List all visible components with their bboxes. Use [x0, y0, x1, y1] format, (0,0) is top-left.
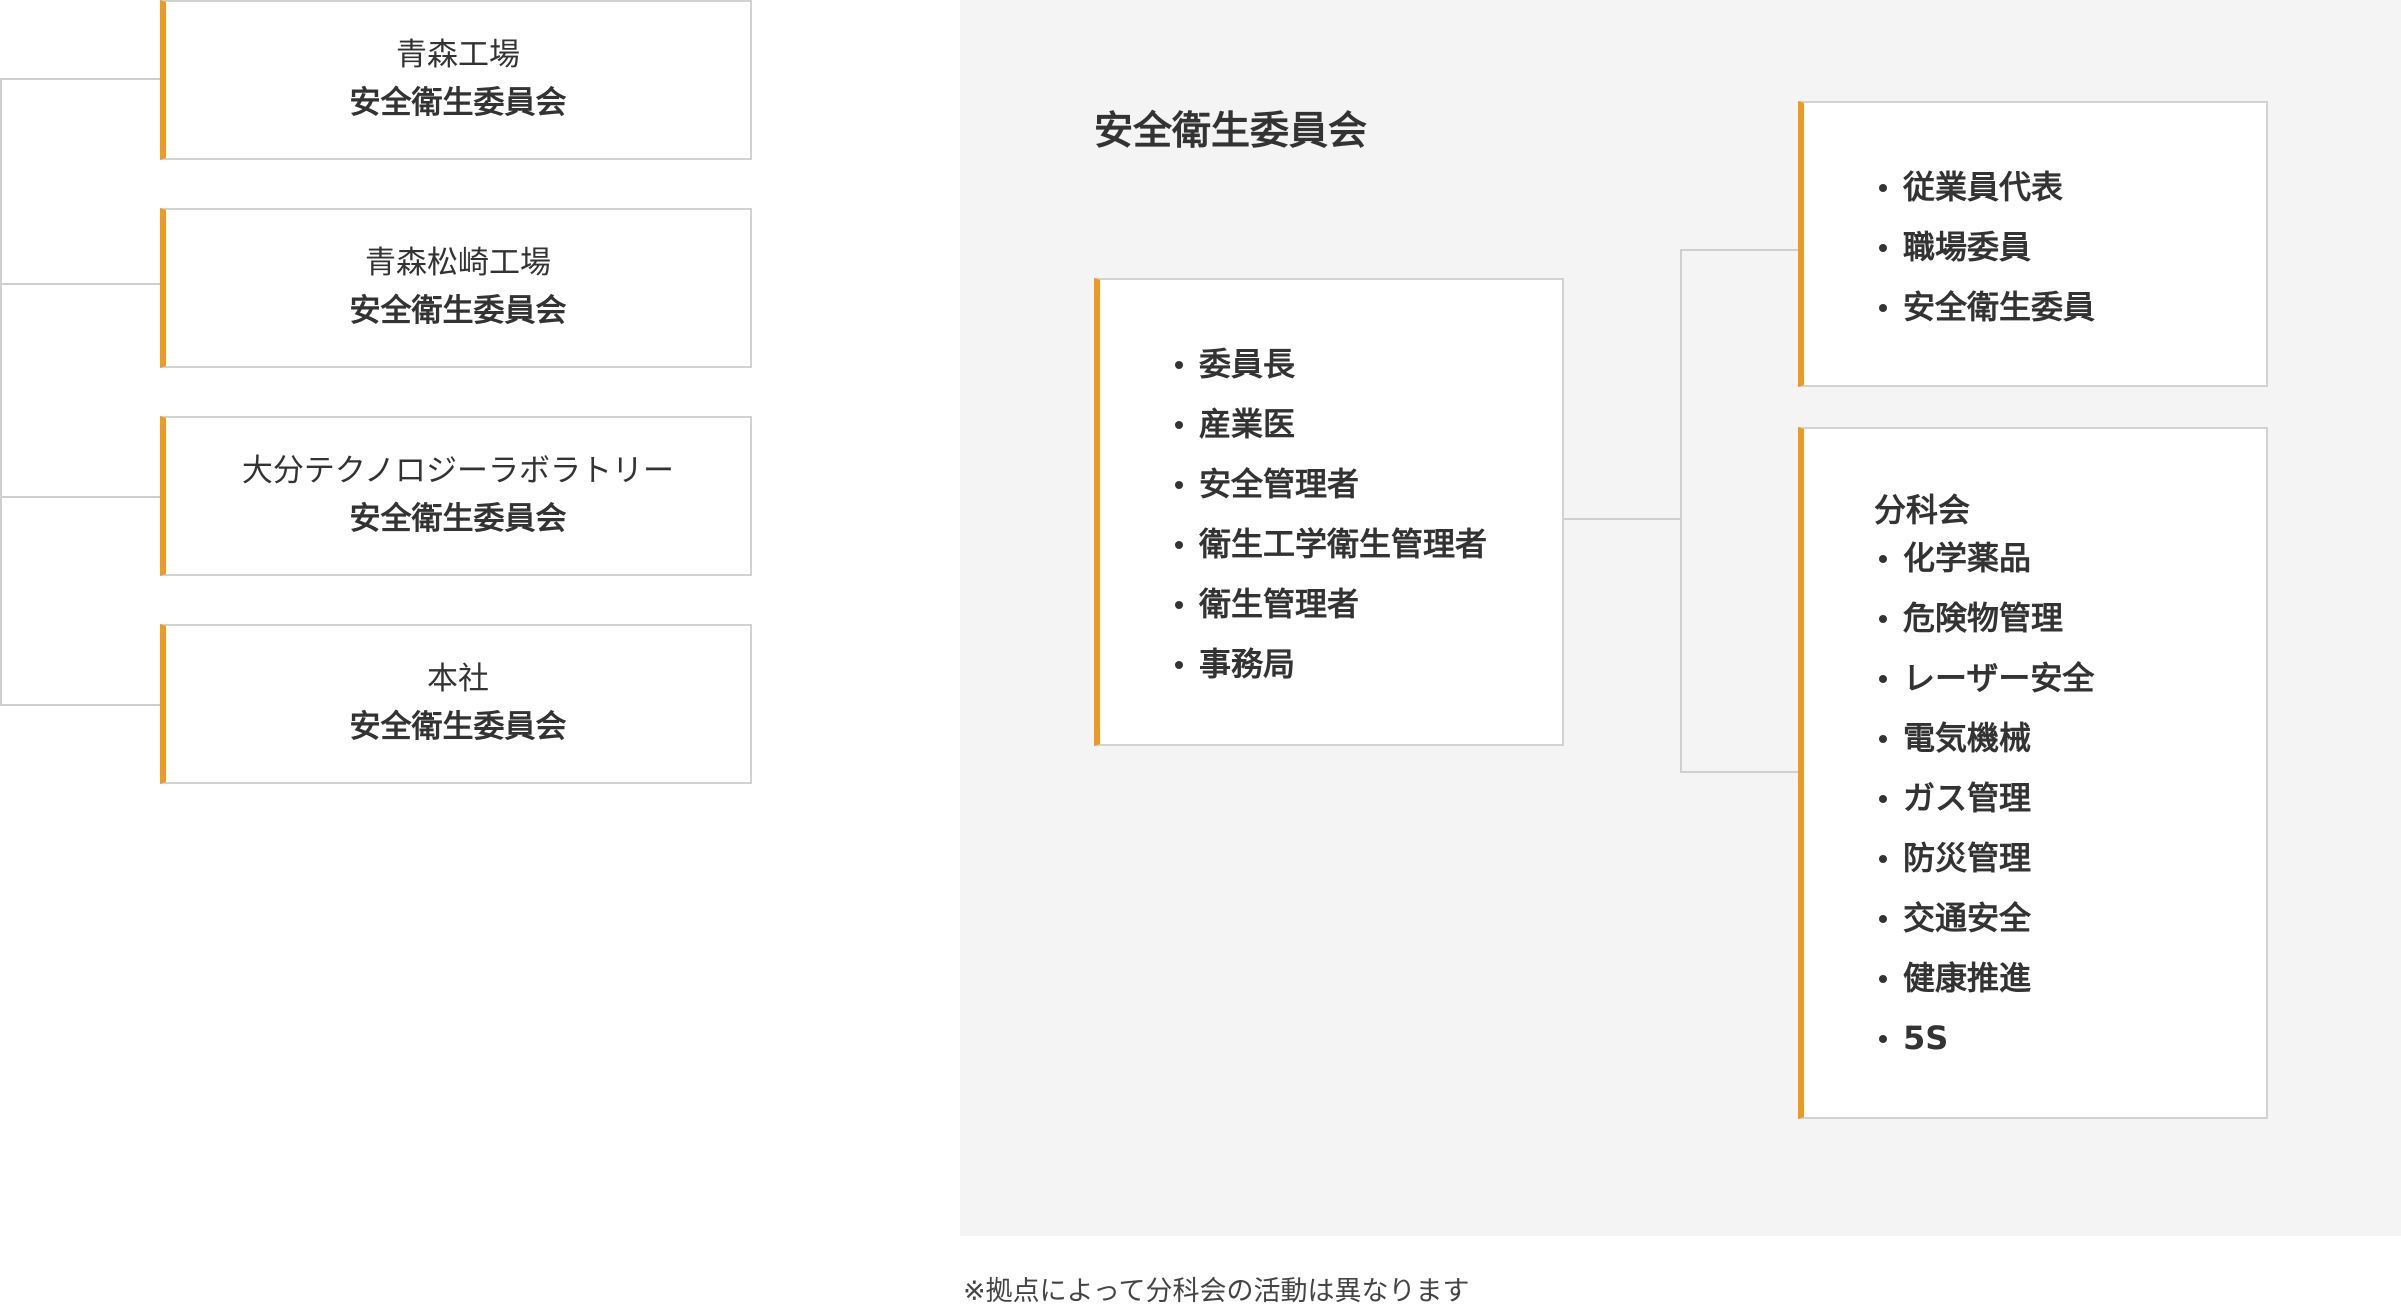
list-item: レーザー安全	[1879, 648, 2094, 708]
site-committee-label: 安全衛生委員会	[349, 709, 567, 745]
site-committee-box-headquarters: 本社 安全衛生委員会	[160, 624, 752, 784]
list-item: 安全衛生委員	[1879, 277, 2095, 337]
connector-branch-to-representatives	[1680, 249, 1800, 251]
list-item: 化学薬品	[1879, 528, 2094, 588]
site-name: 青森松崎工場	[365, 245, 551, 281]
list-item: 衛生管理者	[1175, 574, 1487, 634]
committee-members-list: 委員長 産業医 安全管理者 衛生工学衛生管理者 衛生管理者 事務局	[1175, 334, 1487, 694]
site-name: 大分テクノロジーラボラトリー	[241, 453, 675, 489]
site-name: 青森工場	[396, 37, 520, 73]
committee-members-box: 委員長 産業医 安全管理者 衛生工学衛生管理者 衛生管理者 事務局	[1094, 278, 1564, 746]
site-committee-box-aomori: 青森工場 安全衛生委員会	[160, 0, 752, 160]
list-item: 産業医	[1175, 394, 1487, 454]
list-item: 衛生工学衛生管理者	[1175, 514, 1487, 574]
list-item: 安全管理者	[1175, 454, 1487, 514]
representatives-list: 従業員代表 職場委員 安全衛生委員	[1879, 157, 2095, 337]
list-item: 危険物管理	[1879, 588, 2094, 648]
subcommittees-heading: 分科会	[1874, 491, 1971, 529]
site-committee-label: 安全衛生委員会	[349, 85, 567, 121]
representatives-box: 従業員代表 職場委員 安全衛生委員	[1798, 101, 2268, 387]
list-item: 委員長	[1175, 334, 1487, 394]
site-committee-box-oita-lab: 大分テクノロジーラボラトリー 安全衛生委員会	[160, 416, 752, 576]
connector-members-to-branch	[1564, 518, 1682, 520]
subcommittees-list: 化学薬品 危険物管理 レーザー安全 電気機械 ガス管理 防災管理 交通安全 健康…	[1879, 528, 2094, 1068]
list-item: 電気機械	[1879, 708, 2094, 768]
list-item: 事務局	[1175, 634, 1487, 694]
list-item: 5S	[1879, 1008, 2094, 1068]
site-tree-branch-4	[0, 704, 162, 706]
footnote: ※拠点によって分科会の活動は異なります	[963, 1276, 1470, 1307]
list-item: 健康推進	[1879, 948, 2094, 1008]
list-item: 職場委員	[1879, 217, 2095, 277]
list-item: 従業員代表	[1879, 157, 2095, 217]
committee-structure-title: 安全衛生委員会	[1094, 109, 1368, 154]
site-committee-label: 安全衛生委員会	[349, 293, 567, 329]
list-item: 防災管理	[1879, 828, 2094, 888]
list-item: 交通安全	[1879, 888, 2094, 948]
site-tree-branch-1	[0, 78, 162, 80]
site-tree-branch-3	[0, 496, 162, 498]
list-item: ガス管理	[1879, 768, 2094, 828]
site-name: 本社	[427, 661, 489, 697]
connector-branch-vertical	[1680, 249, 1682, 772]
subcommittees-box: 分科会 化学薬品 危険物管理 レーザー安全 電気機械 ガス管理 防災管理 交通安…	[1798, 427, 2268, 1119]
site-committee-box-aomori-matsuzaki: 青森松崎工場 安全衛生委員会	[160, 208, 752, 368]
site-committee-label: 安全衛生委員会	[349, 501, 567, 537]
site-tree-vertical-line	[0, 79, 2, 705]
site-tree-branch-2	[0, 283, 162, 285]
connector-branch-to-subcommittees	[1680, 771, 1800, 773]
